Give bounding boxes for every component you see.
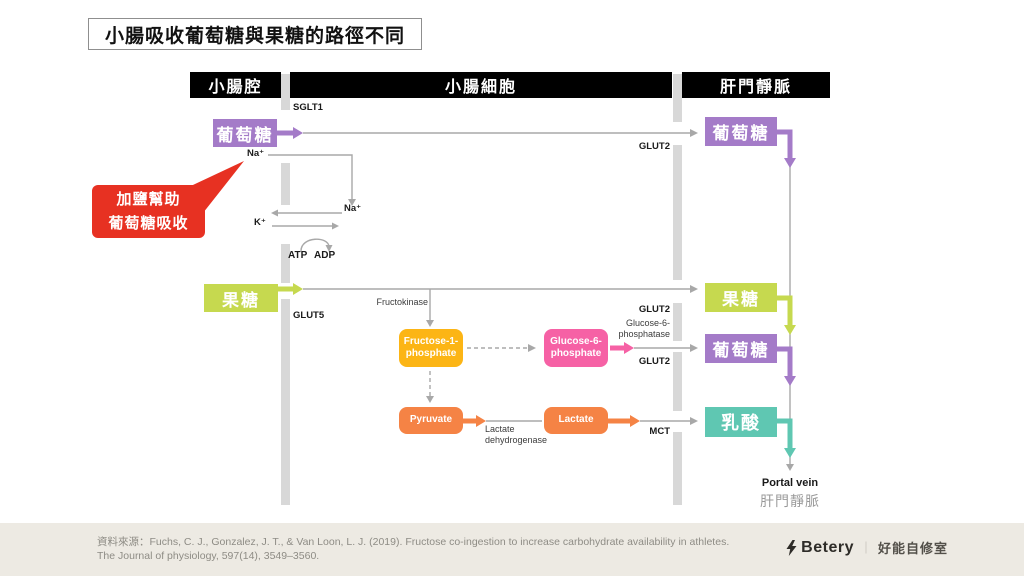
glucose-portal-top-box: 葡萄糖 bbox=[705, 117, 777, 146]
membrane-right-segment bbox=[673, 145, 682, 280]
membrane-right-segment bbox=[673, 303, 682, 341]
salt-callout-line2: 葡萄糖吸收 bbox=[108, 214, 189, 232]
membrane-left-segment bbox=[281, 244, 290, 283]
footer-bar: 資料來源：Fuchs, C. J., Gonzalez, J. T., & Va… bbox=[0, 523, 1024, 576]
membrane-left-segment bbox=[281, 74, 290, 110]
source-citation-line1: 資料來源：Fuchs, C. J., Gonzalez, J. T., & Va… bbox=[97, 536, 730, 548]
betery-logo: Betery ｜ 好能自修室 bbox=[786, 538, 948, 557]
g6pase-label-line2: phosphatase bbox=[618, 329, 670, 339]
source-citation-line2: The Journal of physiology, 597(14), 3549… bbox=[97, 550, 320, 562]
ldh-label-line2: dehydrogenase bbox=[485, 435, 548, 445]
ldh-label-line1: Lactate bbox=[485, 424, 515, 434]
glut2-top-label: GLUT2 bbox=[638, 141, 670, 152]
lactate-portal-box: 乳酸 bbox=[705, 407, 777, 437]
portal-vein-zh-label: 肝門靜脈 bbox=[760, 493, 820, 509]
sglt1-label: SGLT1 bbox=[293, 102, 323, 113]
g6pase-label-line1: Glucose-6- bbox=[625, 318, 670, 328]
column-header-portal: 肝門靜脈 bbox=[682, 72, 830, 98]
membrane-right-segment bbox=[673, 432, 682, 505]
logo-name: Betery bbox=[801, 538, 854, 556]
fructose-lumen-box: 果糖 bbox=[204, 284, 278, 312]
membrane-right-segment bbox=[673, 352, 682, 411]
adp-label: ADP bbox=[314, 250, 336, 261]
g6p-line2: phosphate bbox=[550, 348, 602, 359]
potassium-label: K⁺ bbox=[254, 217, 266, 228]
column-header-cell: 小腸細胞 bbox=[290, 72, 672, 98]
fructokinase-label: Fructokinase bbox=[376, 297, 428, 307]
membrane-left-segment bbox=[281, 299, 290, 505]
membrane-right-segment bbox=[673, 74, 682, 122]
column-header-lumen: 小腸腔 bbox=[190, 72, 281, 98]
page-title: 小腸吸收葡萄糖與果糖的路徑不同 bbox=[88, 18, 422, 50]
fructose-1-phosphate-box: Fructose-1- phosphate bbox=[399, 329, 463, 367]
logo-divider: ｜ bbox=[859, 541, 872, 555]
salt-callout-line1: 加鹽幫助 bbox=[116, 191, 181, 209]
logo-suffix: 好能自修室 bbox=[877, 541, 948, 556]
mct-label: MCT bbox=[649, 426, 670, 437]
g6p-line1: Glucose-6- bbox=[550, 335, 602, 347]
portal-vein-en-label: Portal vein bbox=[761, 477, 819, 489]
glut2-low-label: GLUT2 bbox=[638, 356, 670, 367]
glut5-label: GLUT5 bbox=[293, 310, 325, 321]
f1p-line1: Fructose-1- bbox=[403, 335, 459, 347]
glucose-6-phosphate-box: Glucose-6- phosphate bbox=[544, 329, 608, 367]
lactate-cell-box: Lactate bbox=[544, 407, 608, 434]
glut2-mid-label: GLUT2 bbox=[638, 304, 670, 315]
sodium-top-label: Na⁺ bbox=[247, 148, 265, 159]
salt-callout: 加鹽幫助 葡萄糖吸收 bbox=[92, 185, 205, 238]
glucose-portal-mid-box: 葡萄糖 bbox=[705, 334, 777, 363]
sodium-mid-label: Na⁺ bbox=[344, 203, 362, 214]
fructose-portal-box: 果糖 bbox=[705, 283, 777, 312]
pyruvate-box: Pyruvate bbox=[399, 407, 463, 434]
glucose-lumen-box: 葡萄糖 bbox=[213, 119, 277, 147]
atp-label: ATP bbox=[288, 250, 308, 261]
f1p-line2: phosphate bbox=[405, 348, 457, 359]
membrane-left-segment bbox=[281, 163, 290, 205]
lightning-bolt-icon bbox=[786, 539, 797, 556]
